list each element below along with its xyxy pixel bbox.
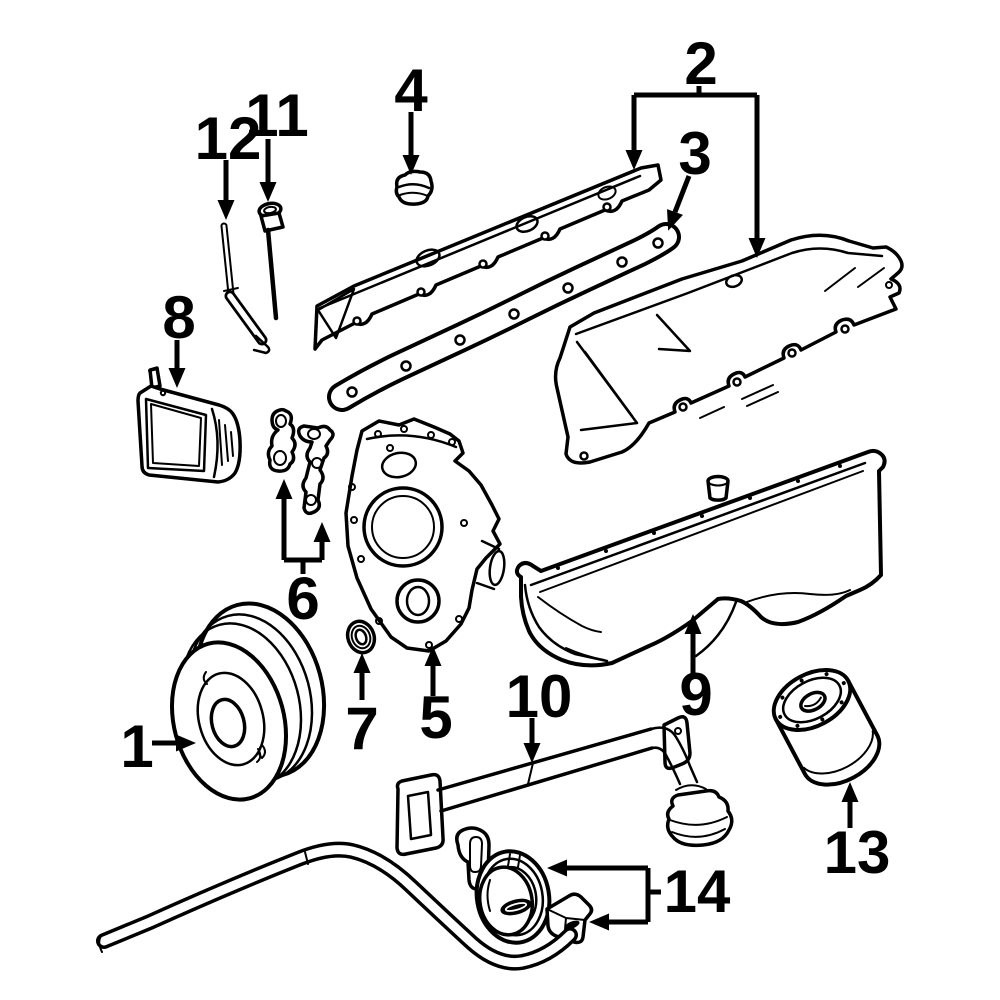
valve-cover-right-sketch <box>553 233 904 465</box>
callout-arrowhead <box>748 238 766 258</box>
valve-cover-gasket-sketch <box>327 222 681 412</box>
callout-arrowhead <box>841 782 859 802</box>
callout-number-7: 7 <box>345 695 378 762</box>
callout-1: 1 <box>120 713 196 780</box>
timing-cover-sketch <box>344 417 506 653</box>
callout-arrowhead <box>523 743 541 763</box>
callout-3: 3 <box>667 120 712 231</box>
callout-number-11: 11 <box>245 82 308 149</box>
callout-arrowhead <box>259 182 277 202</box>
front-seal-sketch <box>345 619 377 655</box>
callout-8: 8 <box>162 284 196 388</box>
callout-arrowhead <box>217 200 235 220</box>
callout-6: 6 <box>275 479 331 632</box>
callout-13: 13 <box>824 782 891 886</box>
callout-number-14: 14 <box>664 858 731 925</box>
callout-arrow-line <box>672 175 692 213</box>
callout-14: 14 <box>547 858 731 931</box>
callout-9: 9 <box>679 614 713 728</box>
callout-12: 12 <box>195 105 262 220</box>
callout-arrowhead <box>684 614 702 634</box>
callout-10: 10 <box>506 663 573 763</box>
callout-11: 11 <box>245 82 309 202</box>
valve-cover-left-sketch <box>313 163 663 351</box>
callout-arrowhead <box>176 734 196 752</box>
callout-number-8: 8 <box>162 284 195 351</box>
callout-arrowhead <box>589 913 609 931</box>
timing-cover-gaskets-sketch <box>266 407 335 516</box>
callout-number-10: 10 <box>506 663 573 730</box>
long-curved-tube-sketch <box>96 841 578 971</box>
callout-arrowhead <box>313 522 331 542</box>
callout-number-4: 4 <box>394 57 428 124</box>
oil-pickup-tube-sketch <box>395 726 734 857</box>
callout-number-2: 2 <box>684 30 717 97</box>
oil-pump-sketch <box>474 849 552 945</box>
oil-filter-sketch <box>771 668 882 787</box>
callout-number-13: 13 <box>824 819 891 886</box>
oil-cooler-sketch <box>136 366 242 484</box>
callout-number-5: 5 <box>419 684 452 751</box>
callout-arrowhead <box>625 150 643 170</box>
callout-5: 5 <box>419 646 453 751</box>
callout-number-6: 6 <box>286 565 319 632</box>
callout-arrowhead <box>667 209 683 231</box>
oil-pan-sketch <box>514 448 887 668</box>
crankshaft-pulley-sketch <box>169 601 327 802</box>
callout-arrowhead <box>168 368 186 388</box>
callout-arrowhead <box>547 859 567 877</box>
callout-number-3: 3 <box>678 120 711 187</box>
callout-7: 7 <box>345 653 379 762</box>
callout-2: 2 <box>625 30 766 258</box>
callout-arrowhead <box>353 653 371 673</box>
callout-arrowhead <box>402 155 420 175</box>
callout-number-9: 9 <box>679 661 712 728</box>
callout-number-12: 12 <box>195 105 262 172</box>
dipstick-sketch <box>257 201 285 321</box>
callout-arrowhead <box>424 646 442 666</box>
callout-arrowhead <box>275 479 293 499</box>
oil-filler-cap-sketch <box>394 169 434 206</box>
dipstick-tube-sketch <box>220 222 271 355</box>
callout-4: 4 <box>394 57 428 175</box>
callout-number-1: 1 <box>120 713 153 780</box>
